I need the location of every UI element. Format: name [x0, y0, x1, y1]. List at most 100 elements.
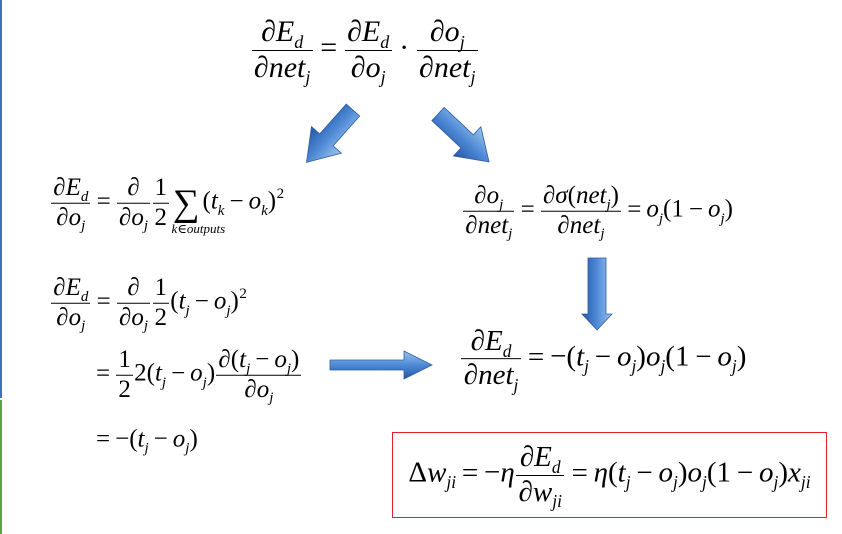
math-operator: =	[96, 187, 111, 215]
fraction-numerator: ∂oj	[416, 15, 478, 52]
math-variable: ∂o	[350, 50, 381, 84]
math-operator: =	[571, 456, 588, 489]
fraction: ∂Ed∂netj	[251, 15, 313, 88]
fraction-numerator: ∂Ed	[516, 441, 565, 477]
math-operator: −	[229, 187, 244, 215]
math-constant: 1	[154, 173, 168, 201]
math-operator: =	[96, 359, 111, 387]
math-operator: −	[194, 287, 209, 315]
math-constant: )	[189, 425, 198, 453]
math-operator: =	[461, 456, 479, 489]
math-constant: (	[170, 287, 179, 315]
math-operator: =	[96, 287, 111, 315]
fraction-denominator: ∂netj	[252, 50, 313, 88]
summation-index: k∈outputs	[171, 220, 226, 236]
math-variable: ∂w	[518, 475, 553, 508]
subscript: j	[185, 440, 190, 457]
fraction: ∂Ed∂oj	[51, 174, 91, 234]
math-constant: )	[267, 187, 277, 215]
math-constant: 1	[154, 273, 168, 301]
subscript: j	[660, 356, 666, 377]
fraction-numerator: ∂	[116, 273, 151, 304]
math-variable: o	[616, 340, 632, 373]
subscript: j	[143, 318, 149, 335]
superscript: 2	[276, 185, 285, 202]
math-constant: −(	[115, 425, 138, 453]
math-constant: 2	[154, 203, 168, 231]
subscript: j	[584, 356, 589, 377]
subscript: j	[658, 210, 664, 227]
fraction-denominator: ∂oj	[51, 303, 90, 335]
error-derivative-result-line: =−(tj−oj)	[91, 425, 198, 457]
math-operator: −	[636, 456, 653, 489]
fraction: ∂Ed∂oj	[51, 273, 91, 335]
fraction-numerator: 1	[152, 273, 170, 304]
math-variable: ∂o	[56, 203, 82, 231]
math-variable: ∂o	[118, 303, 144, 331]
fraction-numerator: ∂(tj−oj)	[216, 345, 302, 376]
math-constant: (1	[706, 456, 732, 489]
math-variable: ∂σ	[542, 181, 568, 209]
math-constant: −	[484, 456, 501, 489]
math-variable: ∂o	[244, 375, 270, 403]
math-variable: o	[248, 187, 262, 215]
math-variable: o	[274, 345, 287, 373]
math-constant: )	[610, 181, 619, 209]
fraction-denominator: ∂netj	[463, 211, 514, 243]
subscript: d	[294, 31, 304, 52]
math-variable: t	[210, 187, 218, 215]
math-variable: ∂	[127, 273, 140, 301]
fraction-denominator: ∂oj	[216, 375, 301, 407]
math-constant: 2	[154, 303, 168, 331]
math-constant: 2	[118, 375, 131, 403]
fraction: ∂oj∂netj	[416, 15, 478, 88]
fraction: ∂∂oj	[116, 173, 151, 234]
math-variable: ∂E	[261, 15, 295, 48]
subscript: j	[226, 302, 231, 319]
math-variable: ∂E	[53, 273, 81, 301]
weight-update-box: Δwji=−η∂Ed∂wji=η(tj−oj)oj(1−oj)xji	[392, 432, 827, 518]
math-variable: t	[137, 425, 145, 453]
subscript: ji	[446, 472, 457, 493]
summation: ∑k∈outputs	[171, 182, 225, 235]
math-variable: t	[154, 359, 162, 387]
subscript: j	[631, 356, 637, 377]
math-constant: )	[724, 195, 733, 223]
math-variable: o	[687, 456, 703, 489]
math-constant: )	[778, 456, 789, 489]
subscript: j	[625, 472, 631, 493]
math-operator: =	[320, 30, 338, 64]
math-variable: ∂o	[56, 303, 82, 331]
summation-sign: ∑	[172, 182, 200, 224]
subscript: j	[702, 472, 707, 493]
math-variable: o	[172, 425, 186, 453]
math-constant: )	[636, 340, 646, 373]
math-variable: ∂E	[519, 441, 552, 474]
math-variable: o	[759, 456, 774, 489]
math-constant: (	[567, 181, 576, 209]
subscript: j	[470, 67, 476, 88]
fraction: ∂Ed∂wji	[516, 441, 565, 512]
math-variable: ∂	[127, 173, 140, 201]
math-constant: )	[230, 287, 239, 315]
math-variable: t	[576, 340, 585, 373]
math-variable: ∂net	[253, 50, 306, 84]
fraction-denominator: ∂netj	[461, 360, 520, 396]
subscript: k	[261, 202, 268, 219]
math-constant: (1	[663, 195, 684, 223]
slide-edge-line-blue	[0, 0, 2, 398]
math-operator: −	[171, 359, 186, 387]
fraction-denominator: 2	[116, 376, 133, 405]
fraction-numerator: ∂Ed	[461, 325, 521, 361]
subscript: j	[202, 374, 207, 391]
math-variable: o	[213, 287, 227, 315]
math-constant: )	[291, 345, 300, 373]
math-constant: (	[202, 187, 211, 215]
math-variable: ∂net	[465, 211, 509, 239]
subscript: ji	[552, 491, 562, 512]
math-constant: )	[206, 359, 216, 387]
